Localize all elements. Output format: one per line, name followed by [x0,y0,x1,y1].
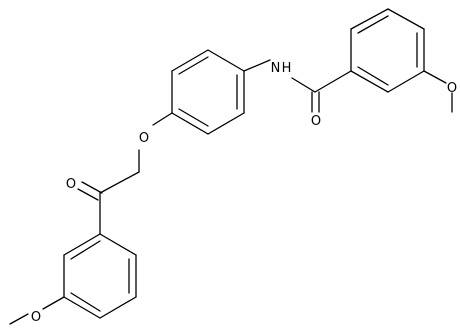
bond [387,70,425,93]
bond [243,59,271,72]
bond-inner [70,240,101,260]
bond-inner [357,66,389,86]
bond [42,296,65,310]
bond-double [77,188,99,201]
ring-methoxyphenyl [63,233,137,319]
bond [423,70,447,84]
bond [9,313,29,325]
bond [171,49,209,72]
bond-inner [70,292,101,312]
ether-oxygen-label: O [139,131,149,146]
amide-oxygen-label: O [311,114,321,129]
bond [63,233,101,256]
bond [152,112,173,126]
ring-methoxybenzoyl [350,8,425,93]
bond [99,296,137,319]
bond [171,112,209,135]
methoxy-oxygen-label-left: O [31,310,41,325]
bond [63,296,101,319]
bond [291,77,316,93]
bond [99,233,137,256]
methoxy-oxygen-label-right: O [447,81,457,96]
bond [314,70,352,93]
ring-phenylene [171,49,245,135]
bond-inner [178,108,209,127]
bond [99,171,140,194]
bond-double [81,181,103,194]
bond-inner [178,56,209,75]
bond [387,8,425,30]
bond [350,8,389,30]
bond [207,112,245,135]
bond-inner [357,15,389,34]
bond [207,49,245,72]
nh-label: N H [271,61,292,76]
bond [350,70,389,93]
ketone-oxygen-label: O [66,177,76,192]
